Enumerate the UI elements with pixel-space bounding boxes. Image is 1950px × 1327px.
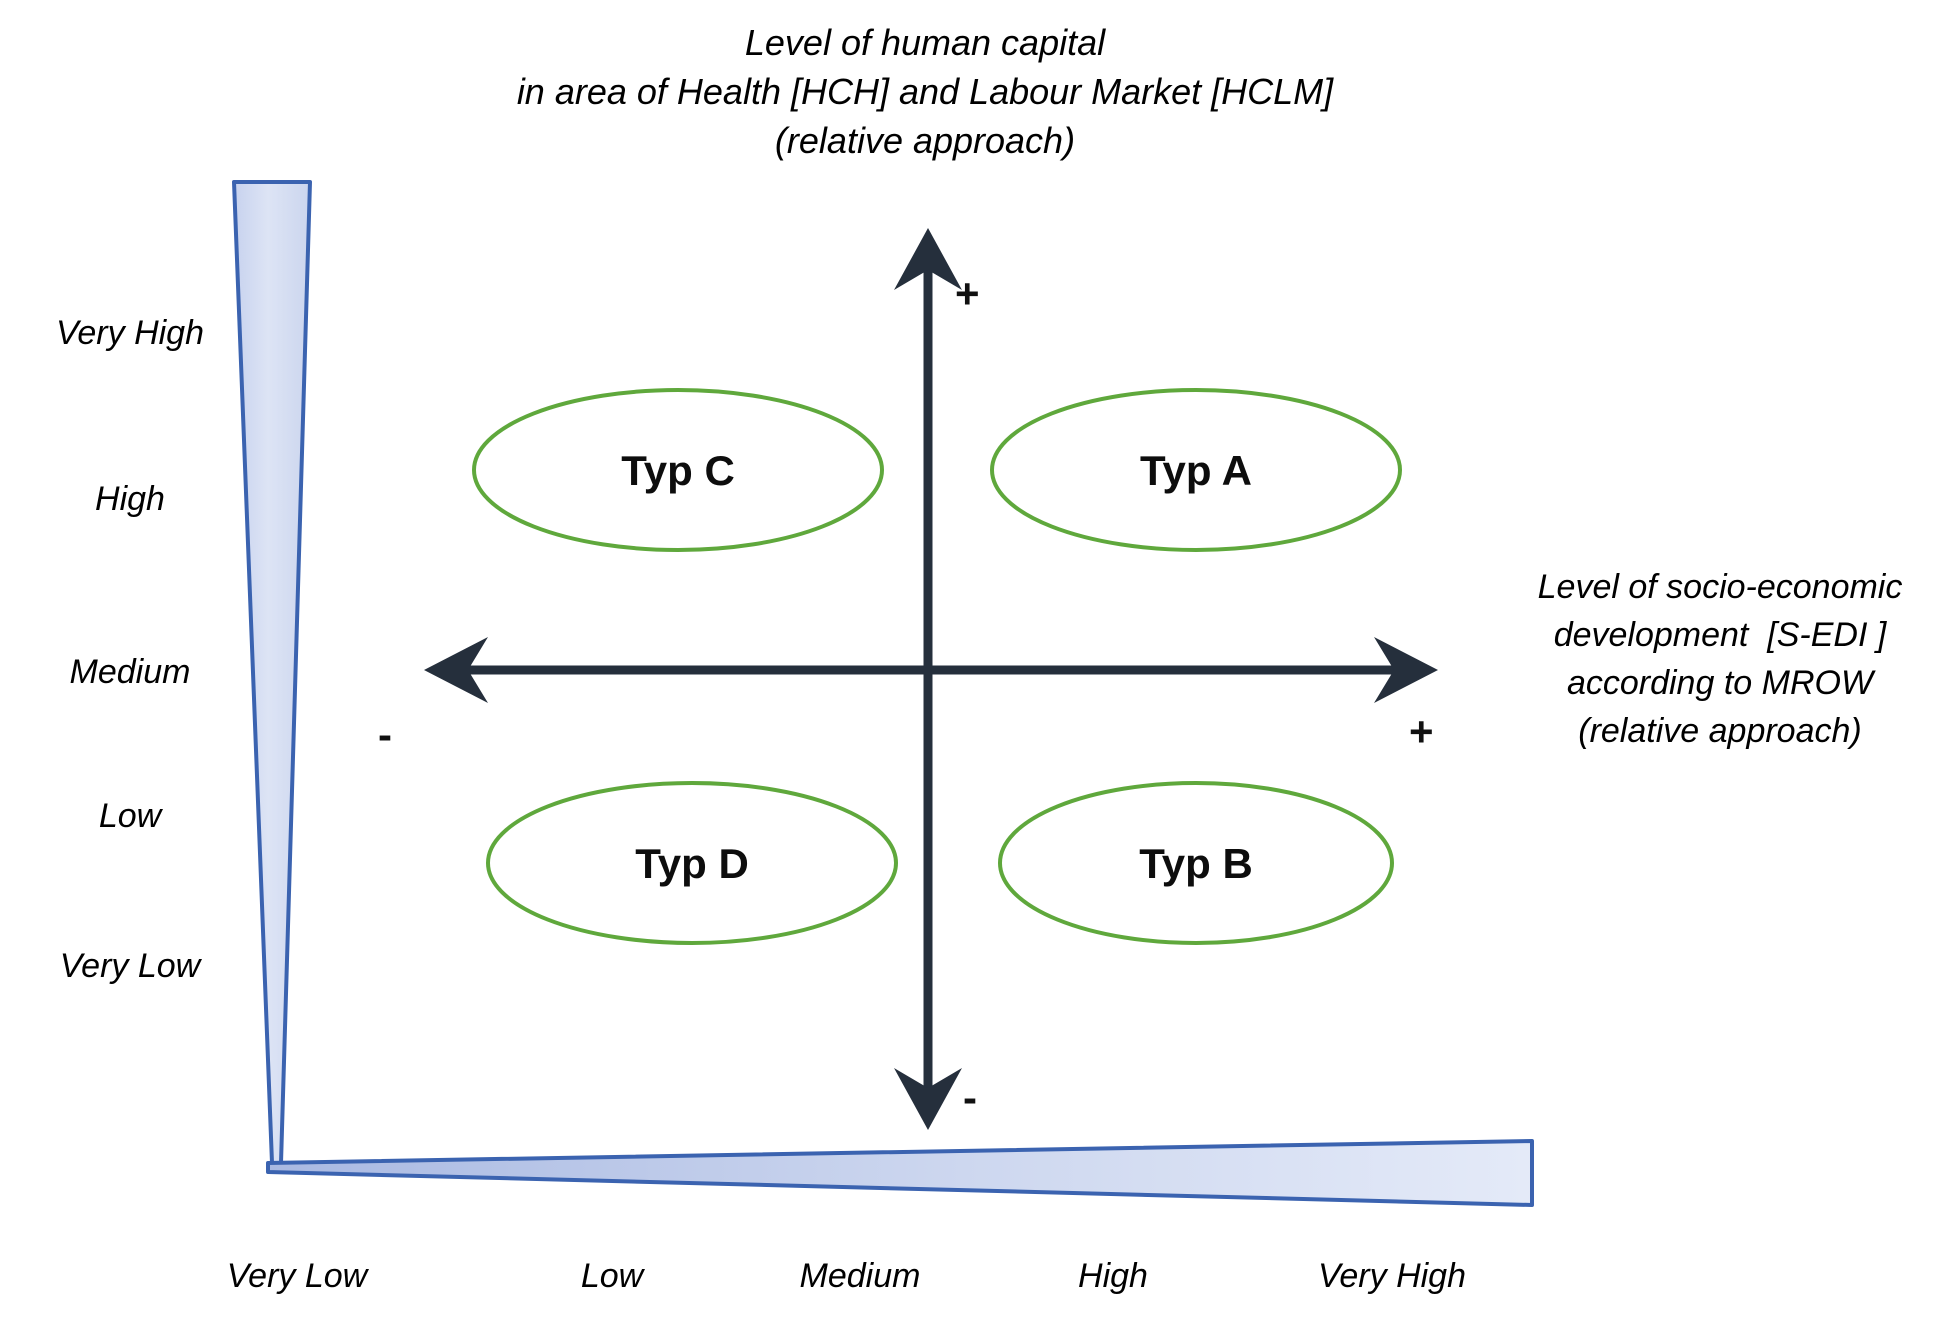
x-axis-tick-low: Low [580,1257,644,1295]
y-axis-tick-medium: Medium [69,653,191,691]
y-axis-tick-very-high: Very High [55,314,205,352]
quadrant-label-typ-d: Typ D [635,840,749,887]
x-axis-tick-high: High [1078,1257,1148,1295]
quadrant-ellipse-typ-a[interactable] [990,388,1402,552]
horizontal-axis [424,637,1438,703]
axis-sign-top-plus: + [955,270,980,317]
chart-title-line-2: in area of Health [HCH] and Labour Marke… [516,71,1334,112]
quadrant-ellipse-typ-b[interactable] [998,781,1394,945]
x-axis-tick-very-high: Very High [1317,1257,1467,1295]
x-axis-caption-line-2: development [S-EDI ] [1553,616,1887,654]
chart-title-line-1: Level of human capital [744,22,1106,63]
x-axis-caption-line-1: Level of socio-economic [1537,568,1903,606]
chart-title: Level of human capital in area of Health… [375,18,1475,165]
x-axis-caption-line-4: (relative approach) [1578,712,1862,750]
quadrant-ellipse-typ-d[interactable] [486,781,898,945]
x-axis-caption-line-3: according to MROW [1566,664,1874,702]
y-axis-tick-very-low: Very Low [59,947,201,985]
quadrant-label-typ-a: Typ A [1140,447,1252,494]
x-axis-tick-very-low: Very Low [226,1257,368,1295]
vertical-gradient-wedge [232,180,312,1165]
horizontal-gradient-wedge [266,1139,1534,1207]
axis-sign-left-minus: - [378,711,392,758]
quadrant-ellipse-typ-c[interactable] [472,388,884,552]
quadrant-label-typ-b: Typ B [1139,840,1253,887]
axis-sign-bottom-minus: - [963,1074,977,1121]
vertical-axis [894,228,962,1130]
quadrant-label-typ-c: Typ C [621,447,735,494]
axis-sign-right-plus: + [1409,708,1434,755]
x-axis-tick-medium: Medium [799,1257,921,1295]
y-axis-tick-high: High [95,480,165,518]
chart-title-line-3: (relative approach) [774,120,1076,161]
x-axis-caption: Level of socio-economic development [S-E… [1500,563,1940,755]
y-axis-tick-low: Low [98,797,162,835]
